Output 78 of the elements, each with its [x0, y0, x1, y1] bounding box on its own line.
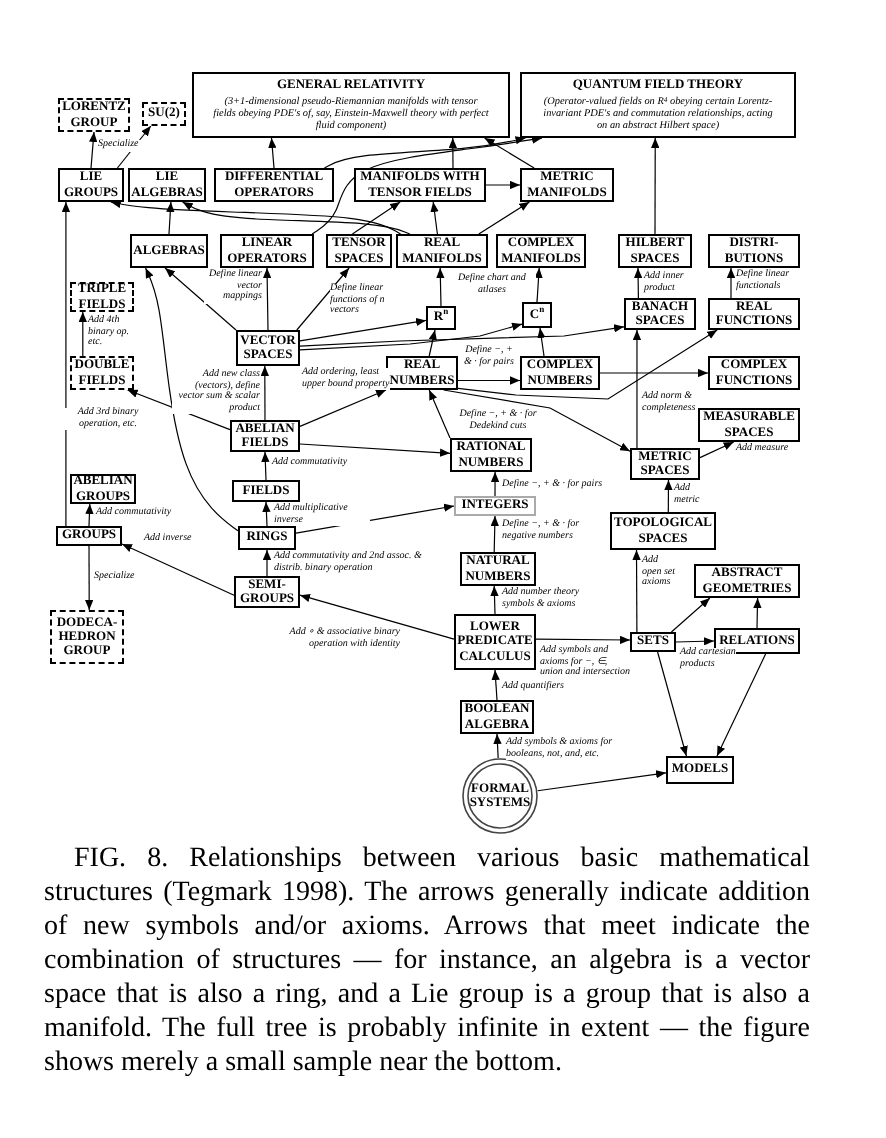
arrow — [478, 201, 530, 235]
arrow — [299, 443, 451, 457]
arrow — [490, 471, 500, 497]
structure-box — [694, 564, 800, 598]
arrow — [85, 545, 94, 611]
arrow — [85, 503, 94, 527]
arrow — [675, 637, 715, 646]
arrow — [632, 329, 642, 449]
arrow — [633, 267, 643, 299]
arrow — [110, 199, 402, 235]
structure-box — [56, 526, 122, 546]
arrow — [166, 201, 175, 235]
structure-box — [520, 72, 796, 138]
structure-box — [130, 234, 208, 268]
structure-box — [454, 496, 536, 516]
structure-box — [630, 632, 676, 652]
arrow — [535, 635, 631, 645]
arrow — [599, 368, 709, 378]
arrow — [182, 201, 411, 235]
arrow — [78, 311, 87, 357]
arrow — [311, 135, 543, 235]
arrow — [323, 136, 527, 169]
arrow — [164, 267, 237, 331]
figure-caption: FIG. 8. Relationships between various basic mathematical structures (Tegmark 1998). The arrows generally indicate addition of new symbols and/or axioms. Arrows that meet indicate the combination of structures — for instance, an algebra is a vector space that is also a ring, and a Lie group is a group that is also a manifold. The full tree is probably infinite in extent — the figure shows merely a small sample near the bottom. — [44, 842, 810, 1080]
arrow — [457, 329, 718, 400]
arrow — [670, 597, 711, 633]
structure-box — [426, 306, 456, 330]
arrow — [428, 389, 451, 439]
structure-box — [666, 756, 734, 784]
arrow — [262, 549, 272, 577]
arrow — [457, 376, 521, 385]
arrow — [726, 267, 736, 299]
arrow — [351, 201, 401, 235]
arrow — [632, 549, 641, 633]
arrow — [262, 501, 271, 527]
arrow — [443, 389, 631, 452]
arrow — [299, 322, 523, 351]
arrow — [490, 585, 499, 615]
arrow — [493, 733, 502, 759]
arrow — [299, 593, 455, 640]
arrow — [537, 770, 667, 792]
structure-box — [192, 72, 510, 138]
arrow — [428, 329, 437, 357]
structure-box — [214, 168, 334, 202]
arrow — [296, 267, 350, 331]
arrow — [490, 515, 499, 553]
arrow — [491, 669, 500, 701]
arrow — [268, 137, 277, 169]
arrow — [299, 389, 387, 427]
arrow — [448, 137, 457, 169]
arrow — [664, 479, 673, 513]
arrow — [299, 317, 427, 342]
arrow — [534, 267, 543, 303]
arrow — [430, 201, 439, 235]
double-circle-node — [462, 758, 538, 834]
arrow — [716, 653, 767, 757]
arrow — [145, 267, 239, 532]
arrow — [485, 180, 521, 190]
structure-box — [630, 448, 700, 480]
structure-box — [708, 234, 800, 268]
arrow — [261, 451, 270, 481]
arrow — [436, 267, 445, 307]
arrow — [483, 137, 535, 169]
structure-box — [232, 480, 300, 502]
arrow — [753, 597, 762, 629]
arrow — [61, 201, 71, 527]
dashed-structure-box — [142, 102, 186, 126]
arrow — [89, 131, 98, 169]
arrow — [299, 324, 625, 347]
arrow — [260, 365, 269, 421]
arrow — [121, 543, 235, 596]
arrow — [651, 137, 660, 235]
structure-box — [522, 302, 552, 328]
arrow — [657, 651, 688, 757]
arrow — [699, 441, 735, 459]
arrow — [263, 267, 272, 331]
structure-box — [238, 526, 296, 550]
arrow — [537, 327, 546, 357]
